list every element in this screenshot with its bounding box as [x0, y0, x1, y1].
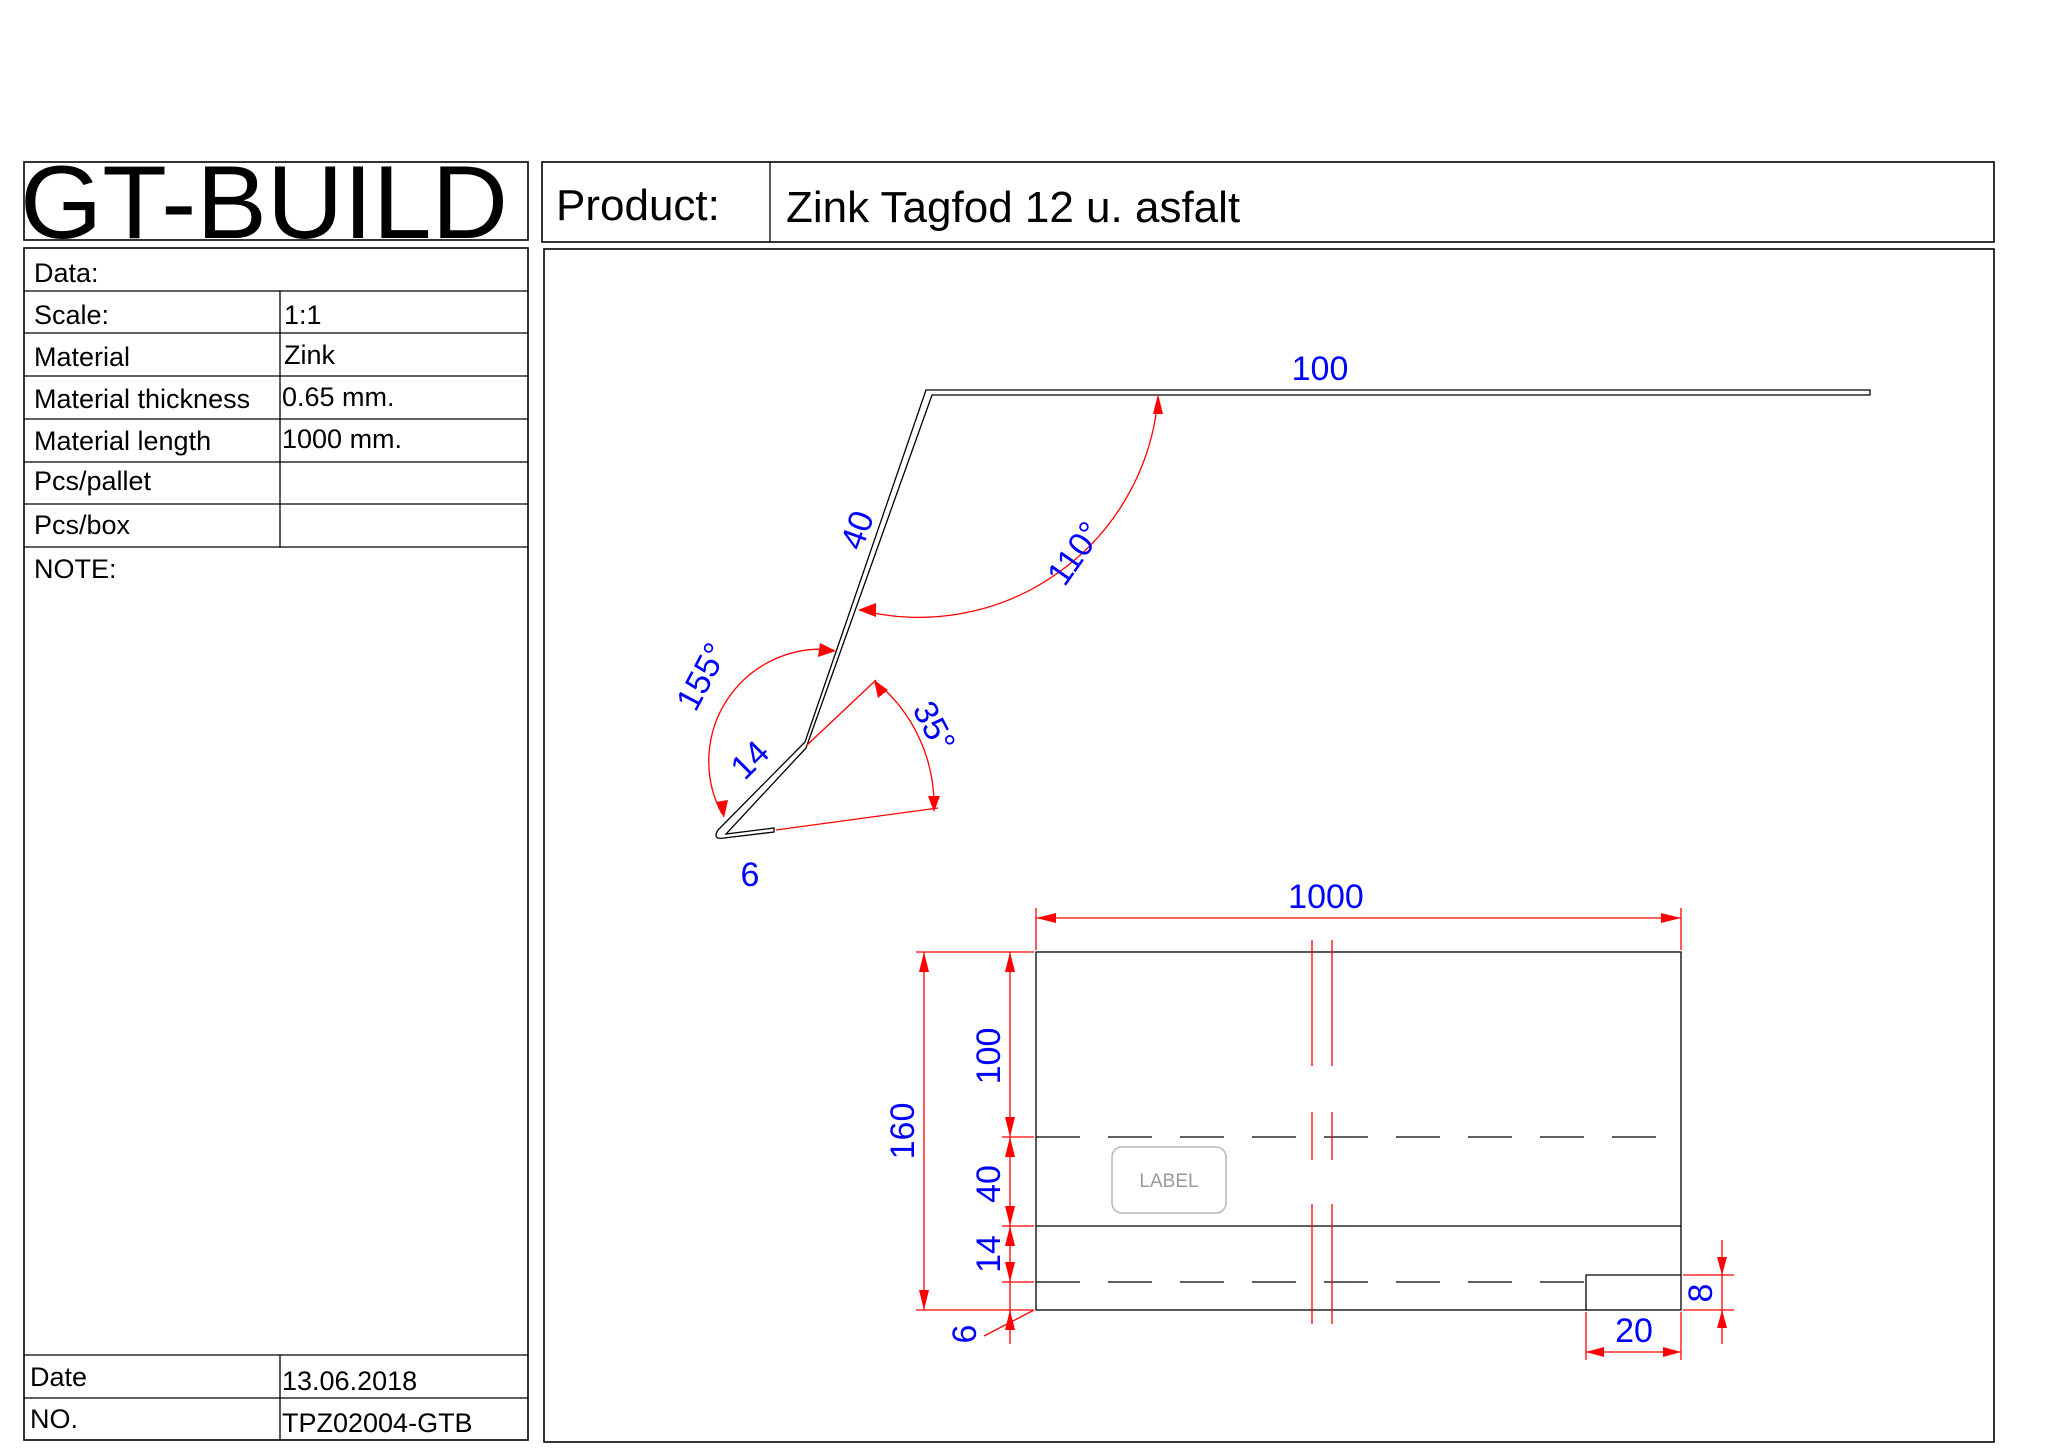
angle-110-arc [859, 397, 1159, 618]
note-label: NOTE: [34, 554, 117, 584]
profile-view: 100 40 110° 155° 35° 14 6 [669, 350, 1871, 894]
material-label: Material [34, 342, 130, 372]
material-value: Zink [284, 340, 336, 370]
angle-35-text: 35° [905, 695, 963, 758]
dim-stack-40: 40 [970, 1165, 1008, 1203]
pcs-box-label: Pcs/box [34, 510, 131, 540]
dim-slope-40: 40 [833, 506, 882, 555]
scale-label: Scale: [34, 300, 109, 330]
dim-stack-14: 14 [970, 1235, 1008, 1273]
angle-35-arrow-bottom [928, 796, 940, 812]
product-label: Product: [556, 181, 720, 230]
corner-notch [1585, 1274, 1681, 1310]
angle-155-text: 155° [669, 637, 736, 717]
angle-110-arrow-bottom [858, 603, 876, 617]
thickness-value: 0.65 mm. [282, 382, 395, 412]
label-placeholder [1111, 1146, 1227, 1214]
angle-35-ref-line [805, 679, 877, 747]
angle-110-text: 110° [1040, 515, 1110, 592]
plan-outline [1035, 951, 1682, 1311]
label-placeholder-text: LABEL [1139, 1171, 1198, 1192]
logo-frame [23, 161, 529, 241]
product-header: Product: Zink Tagfod 12 u. asfalt [541, 161, 1995, 243]
profile-outline [715, 389, 1871, 839]
data-label: Data: [34, 258, 99, 288]
angle-35-arc [875, 681, 935, 809]
dim-fold-6: 6 [741, 856, 760, 894]
company-logo: GT-BUILD [20, 145, 508, 261]
drawing-area-frame [543, 248, 1995, 1443]
length-value: 1000 mm. [282, 424, 402, 454]
info-table-frame [23, 247, 529, 1441]
plan-view: LABEL 1000 160 100 40 14 6 [884, 878, 1734, 1360]
date-label: Date [30, 1362, 87, 1392]
dim-stack-6: 6 [946, 1325, 984, 1344]
angle-155-arc [708, 648, 835, 815]
dim-width-1000: 1000 [1288, 878, 1364, 916]
length-label: Material length [34, 426, 211, 456]
dim-notch-20: 20 [1615, 1312, 1653, 1350]
no-label: NO. [30, 1404, 78, 1434]
thickness-label: Material thickness [34, 384, 250, 414]
angle-110-arrow-top [1153, 394, 1163, 414]
angle-35-arrow-top [874, 680, 888, 698]
product-name: Zink Tagfod 12 u. asfalt [786, 183, 1240, 232]
dim-6-leader [983, 1309, 1035, 1337]
dim-notch-8: 8 [1682, 1284, 1720, 1303]
date-value: 13.06.2018 [282, 1366, 417, 1396]
angle-35-base-line [775, 807, 939, 831]
drawing-number: TPZ02004-GTB [282, 1408, 473, 1438]
product-header-frame [541, 161, 1995, 243]
angle-155-arrow-top [818, 643, 836, 657]
pcs-pallet-label: Pcs/pallet [34, 466, 152, 496]
dim-top-100: 100 [1292, 350, 1349, 388]
scale-value: 1:1 [284, 300, 322, 330]
angle-155-arrow-bottom [716, 800, 728, 818]
dim-total-160: 160 [884, 1103, 922, 1160]
title-block: GT-BUILD Data: Scale: 1:1 Material Zink … [20, 145, 529, 1441]
dim-stack-100: 100 [970, 1028, 1008, 1085]
